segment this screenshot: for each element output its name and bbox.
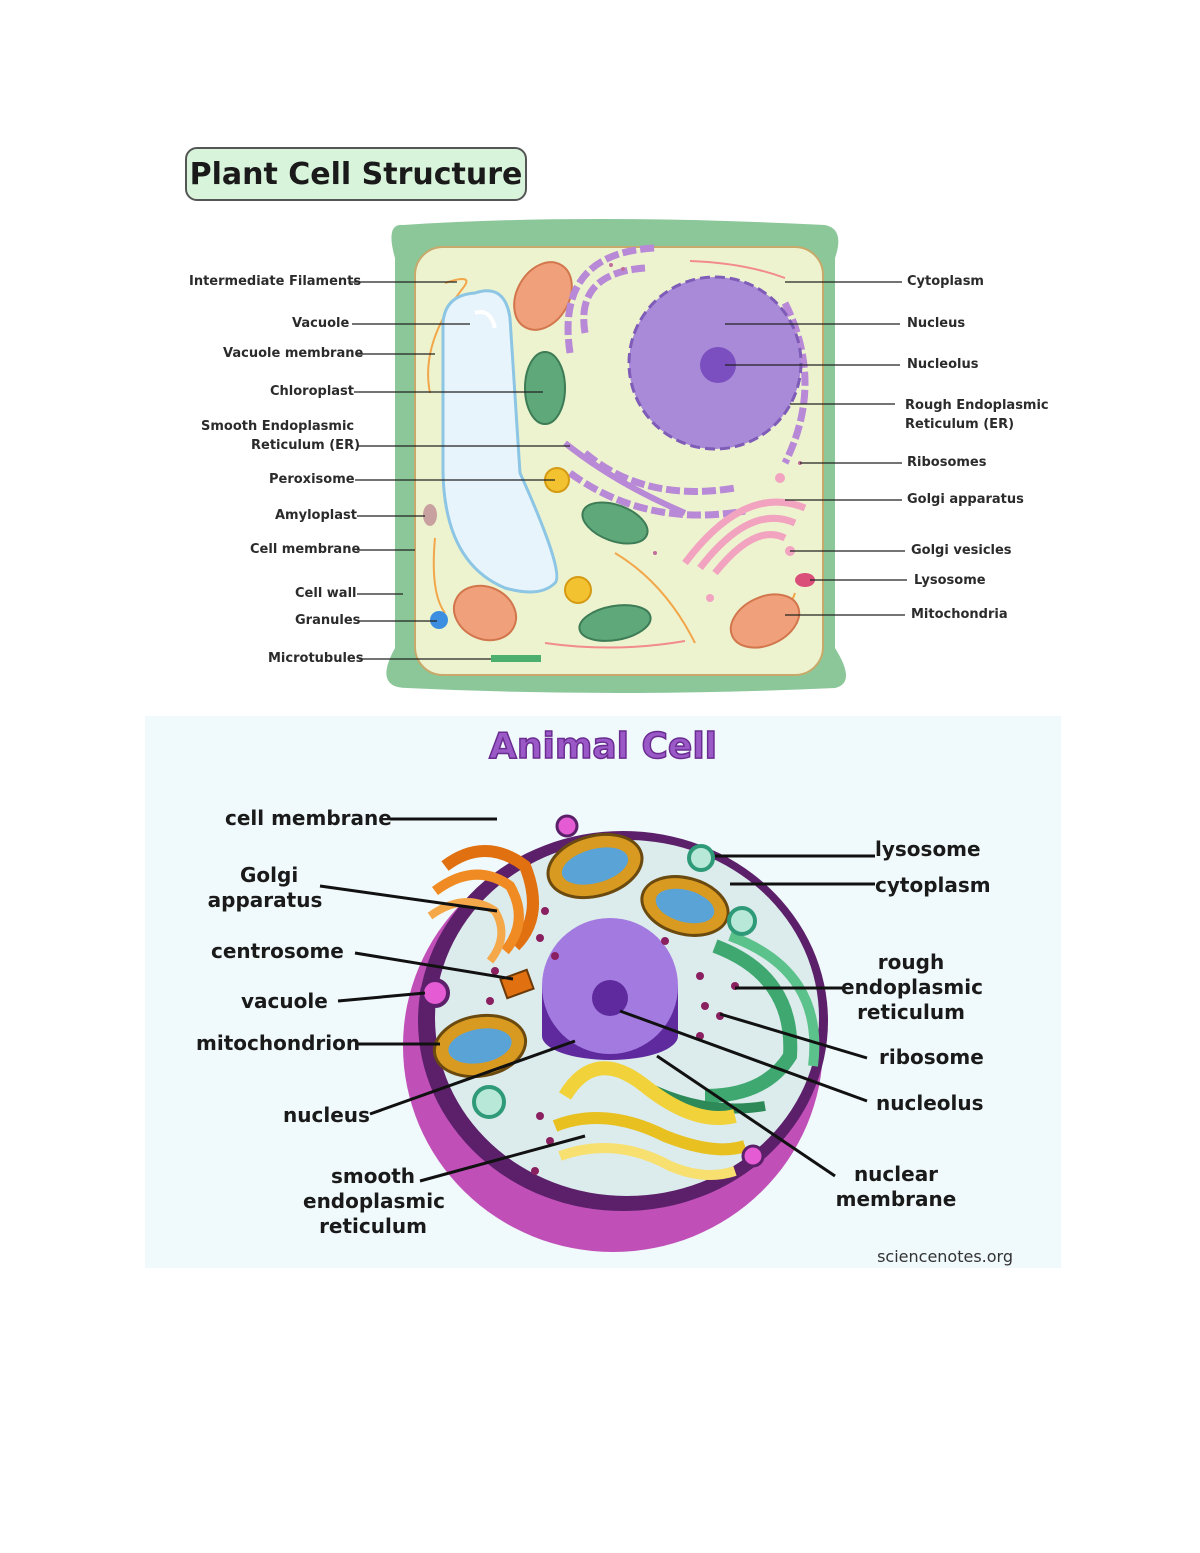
plant-label-cell-wall: Cell wall bbox=[295, 586, 357, 601]
plant-label-lysosome: Lysosome bbox=[914, 573, 986, 588]
plant-cell-illustration bbox=[350, 219, 907, 693]
plant-label-amyloplast: Amyloplast bbox=[275, 508, 357, 523]
animal-smooth-er bbox=[552, 1061, 747, 1180]
plant-label-vacuole: Vacuole bbox=[292, 316, 350, 331]
animal-label-golgi-1: Golgi bbox=[240, 863, 299, 887]
animal-label-rough-3: reticulum bbox=[857, 1000, 965, 1024]
animal-ribosomes bbox=[486, 907, 739, 1175]
animal-label-centrosome: centrosome bbox=[211, 939, 344, 963]
plant-label-smooth-er-1: Smooth Endoplasmic bbox=[201, 419, 355, 434]
plant-label-golgi-apparatus: Golgi apparatus bbox=[907, 492, 1024, 507]
plant-chloroplast bbox=[524, 351, 566, 425]
animal-nucleolus bbox=[592, 980, 628, 1016]
plant-label-granules: Granules bbox=[295, 613, 361, 628]
plant-label-smooth-er-2: Reticulum (ER) bbox=[251, 438, 361, 453]
plant-mitochondrion bbox=[452, 584, 518, 642]
animal-label-golgi-2: apparatus bbox=[207, 888, 323, 912]
animal-nucleus bbox=[542, 918, 678, 1060]
animal-vacuole bbox=[420, 978, 450, 1008]
animal-lysosome bbox=[687, 844, 715, 872]
animal-label-nuclear-1: nuclear bbox=[853, 1162, 939, 1186]
plant-label-cytoplasm: Cytoplasm bbox=[907, 274, 984, 289]
plant-label-chloroplast: Chloroplast bbox=[270, 384, 355, 399]
plant-label-golgi-vesicles: Golgi vesicles bbox=[911, 543, 1012, 558]
plant-label-ribosomes: Ribosomes bbox=[907, 455, 987, 470]
animal-label-cytoplasm: cytoplasm bbox=[875, 873, 991, 897]
animal-title: Animal Cell bbox=[488, 725, 718, 768]
animal-label-vacuole: vacuole bbox=[241, 989, 328, 1013]
animal-cell-panel: Animal Cell bbox=[145, 716, 1061, 1268]
animal-mitochondrion bbox=[546, 832, 644, 900]
plant-label-microtubules: Microtubules bbox=[268, 651, 364, 666]
plant-mitochondrion bbox=[729, 593, 801, 649]
plant-label-nucleolus: Nucleolus bbox=[907, 357, 979, 372]
animal-label-lysosome: lysosome bbox=[875, 837, 981, 861]
plant-microtubule bbox=[491, 655, 541, 662]
animal-cell-illustration bbox=[319, 814, 875, 1252]
plant-chloroplast bbox=[581, 501, 649, 545]
animal-label-cell-membrane: cell membrane bbox=[225, 806, 392, 830]
plant-title: Plant Cell Structure bbox=[189, 156, 523, 192]
plant-chloroplast bbox=[578, 604, 652, 642]
plant-title-box: Plant Cell Structure bbox=[185, 147, 527, 201]
plant-nucleolus bbox=[700, 347, 736, 383]
plant-granule bbox=[430, 611, 448, 629]
plant-vacuole bbox=[441, 289, 559, 594]
plant-label-nucleus: Nucleus bbox=[907, 316, 966, 331]
animal-label-nuclear-2: membrane bbox=[835, 1187, 957, 1211]
plant-cell-panel: Plant Cell Structure bbox=[145, 143, 1061, 703]
plant-label-mitochondria: Mitochondria bbox=[911, 607, 1008, 622]
plant-lysosome bbox=[795, 573, 815, 587]
animal-label-nucleus: nucleus bbox=[283, 1103, 370, 1127]
animal-label-nucleolus: nucleolus bbox=[876, 1091, 984, 1115]
plant-amyloplast bbox=[423, 504, 437, 526]
source-credit: sciencenotes.org bbox=[877, 1247, 1013, 1266]
animal-label-mitochondrion: mitochondrion bbox=[196, 1031, 361, 1055]
animal-label-smooth-2: endoplasmic bbox=[303, 1189, 445, 1213]
plant-label-cell-membrane: Cell membrane bbox=[250, 542, 361, 557]
plant-mitochondrion bbox=[513, 261, 573, 331]
plant-label-rough-er-1: Rough Endoplasmic bbox=[905, 398, 1049, 413]
animal-label-rough-1: rough bbox=[877, 950, 945, 974]
plant-label-intermediate-filaments: Intermediate Filaments bbox=[189, 274, 362, 289]
plant-label-rough-er-2: Reticulum (ER) bbox=[905, 417, 1015, 432]
animal-label-smooth-3: reticulum bbox=[319, 1214, 427, 1238]
plant-label-peroxisome: Peroxisome bbox=[269, 472, 355, 487]
plant-label-vacuole-membrane: Vacuole membrane bbox=[223, 346, 364, 361]
animal-label-smooth-1: smooth bbox=[330, 1164, 416, 1188]
animal-label-ribosome: ribosome bbox=[879, 1045, 984, 1069]
animal-label-rough-2: endoplasmic bbox=[841, 975, 983, 999]
